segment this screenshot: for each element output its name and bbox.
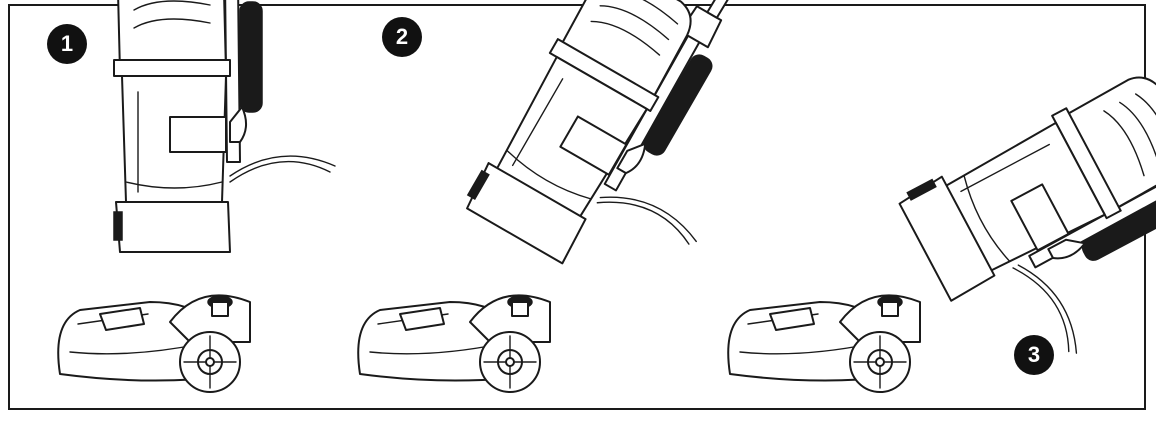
vacuum-low-reach	[727, 61, 1156, 395]
step-badge-3: 3	[1014, 335, 1054, 375]
step-badge-1: 1	[47, 24, 87, 64]
vacuum-reclined	[357, 0, 853, 393]
vacuum-upright	[57, 0, 336, 393]
step-badge-2: 2	[382, 17, 422, 57]
